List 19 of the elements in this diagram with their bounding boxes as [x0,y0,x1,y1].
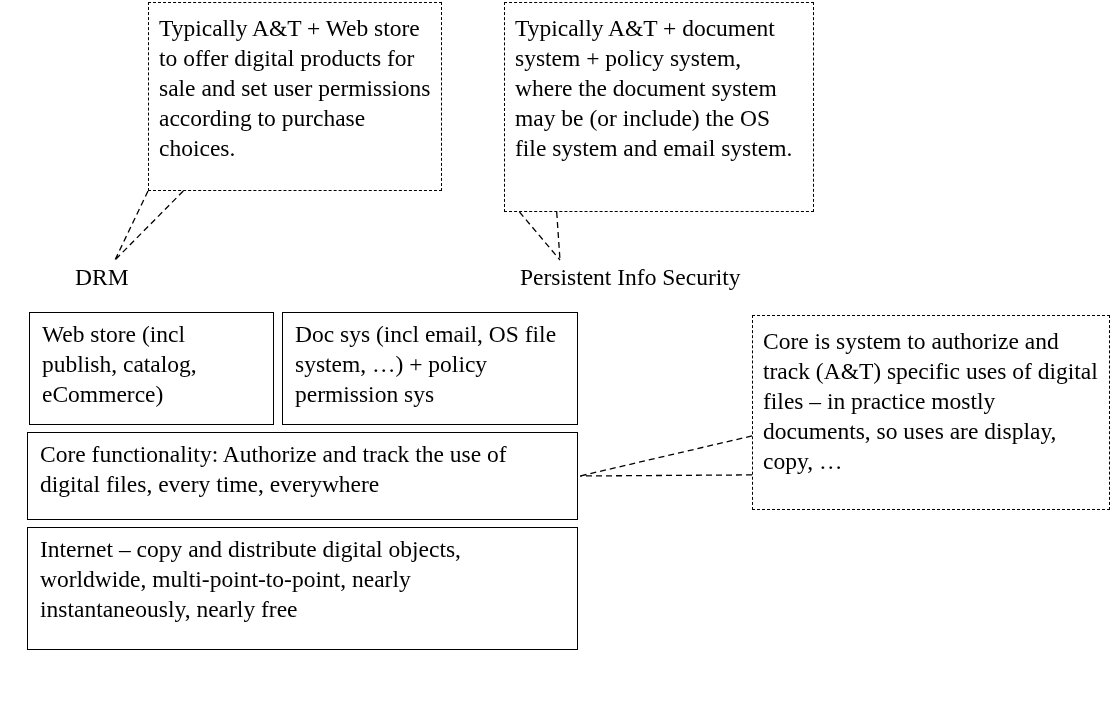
callout-bubble [752,315,1110,510]
node-text: Core functionality: Authorize and track the use of digital files, every time, everywhere [40,440,508,499]
callout-tail [579,435,753,477]
node-text: Web store (incl publish, catalog, eCommerce) [42,320,198,409]
node-text: DRM [75,263,130,292]
callout-bubble [504,2,814,212]
node-text: Doc sys (incl email, OS file system, …) + policy permission sys [295,320,558,409]
node-text: Typically A&T + Web store to offer digital products for sale and set user permissions according to purchase choices. [159,14,431,163]
node-text: Internet – copy and distribute digital objects, worldwide, multi-point-to-point, nearly instantaneously, nearly free [40,535,462,624]
node-text: Core is system to authorize and track (A&T) specific uses of digital files – in practice mostly documents, so uses are display, copy, … [763,327,1099,476]
layer-box [29,312,274,425]
layer-box [27,527,578,650]
node-text: Typically A&T + document system + policy system, where the document system may be (or include) the OS file system and email system. [515,14,794,163]
layer-box [27,432,578,520]
layer-box [282,312,578,425]
node-text: Persistent Info Security [520,263,742,292]
callout-tail [114,190,184,261]
callout-bubble [148,2,442,191]
callout-tail [518,211,561,261]
